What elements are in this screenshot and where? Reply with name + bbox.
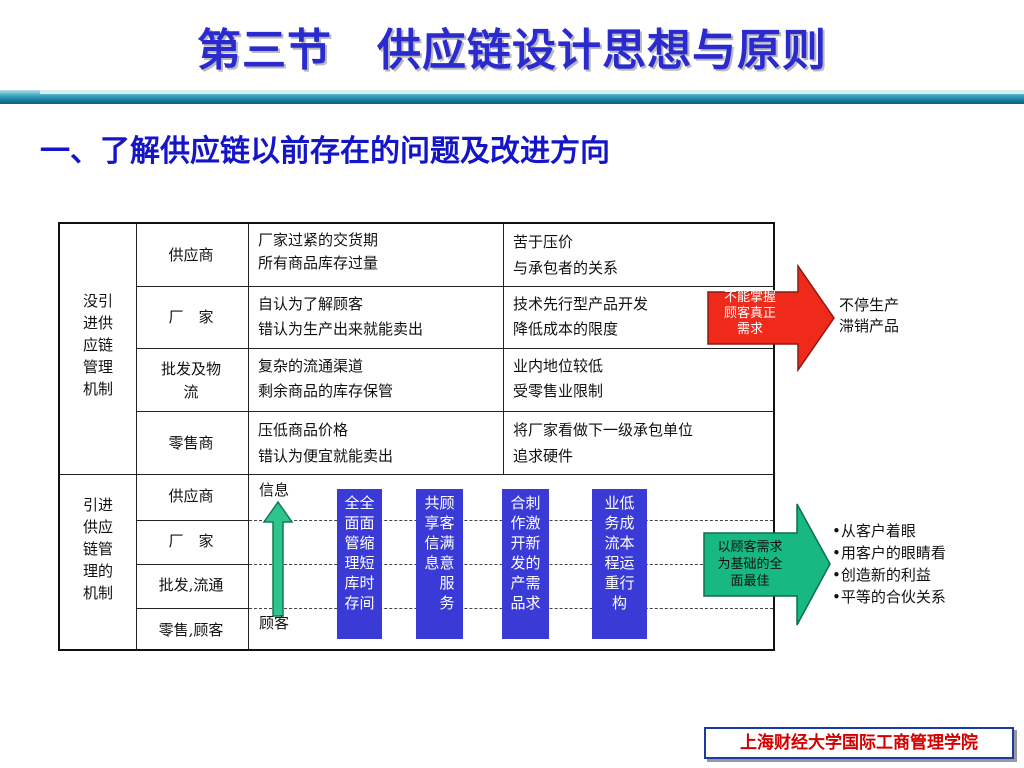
table-row-divider xyxy=(136,348,773,349)
row-role: 零售,顾客 xyxy=(158,621,224,639)
slide-title: 第三节 供应链设计思想与原则 xyxy=(197,25,827,76)
section-heading: 一、了解供应链以前存在的问题及改进方向 xyxy=(40,134,610,169)
row-problem-2: 技术先行型产品开发 降低成本的限度 xyxy=(513,295,649,338)
group-label-without-scm: 没引 进供 应链 管理 机制 xyxy=(82,292,113,398)
improvement-box: 业低 务成 流本 程运 重行 构 xyxy=(592,489,647,639)
row-role: 厂 家 xyxy=(168,308,214,326)
row-role: 零售商 xyxy=(168,434,214,452)
table-row-divider xyxy=(136,520,249,521)
row-role: 厂 家 xyxy=(168,532,214,550)
green-arrow-icon xyxy=(703,503,831,626)
improvement-box: 合刺 作激 开新 发的 产需 品求 xyxy=(502,489,549,639)
row-problem-2: 将厂家看做下一级承包单位 追求硬件 xyxy=(513,421,694,465)
row-role: 批发,流通 xyxy=(158,576,224,594)
row-problem-1: 复杂的流通渠道 剩余商品的库存保管 xyxy=(258,357,394,400)
red-arrow-text: 不能掌握 顾客真正 需求 xyxy=(723,290,776,337)
row-problem-2: 苦于压价 与承包者的关系 xyxy=(513,233,619,277)
table-row-divider xyxy=(136,608,249,609)
green-arrow-text: 以顾客需求 为基础的全 面最佳 xyxy=(717,540,783,589)
result-without-scm: 不停生产 滞销产品 xyxy=(839,296,900,335)
row-problem-2: 业内地位较低 受零售业限制 xyxy=(513,357,604,400)
row-problem-1: 压低商品价格 错认为便宜就能卖出 xyxy=(258,421,394,465)
table-col-divider xyxy=(503,224,504,474)
row-problem-1: 厂家过紧的交货期 所有商品库存过量 xyxy=(258,231,379,272)
info-label: 信息 xyxy=(259,481,290,499)
table-row-divider xyxy=(136,564,249,565)
improvement-box: 全全 面面 管缩 理短 库时 存间 xyxy=(337,489,382,639)
improvement-box: 共顾 享客 信满 息意 服 务 xyxy=(416,489,463,639)
customer-label: 顾客 xyxy=(259,614,290,632)
row-role: 供应商 xyxy=(168,246,214,264)
row-role: 供应商 xyxy=(168,487,214,505)
table-row-divider xyxy=(136,286,773,287)
result-with-scm: •从客户着眼 •用客户的眼睛看 •创造新的利益 •平等的合伙关系 xyxy=(832,522,946,606)
table-col-divider xyxy=(248,224,249,649)
upward-arrow-icon xyxy=(262,500,294,617)
table-section-divider xyxy=(60,474,773,475)
red-arrow-icon xyxy=(707,264,835,372)
title-divider-highlight xyxy=(40,90,1024,94)
row-role: 批发及物 流 xyxy=(160,360,221,401)
institution-footer: 上海财经大学国际工商管理学院 xyxy=(704,727,1014,759)
table-col-divider xyxy=(136,224,137,649)
row-problem-1: 自认为了解顾客 错认为生产出来就能卖出 xyxy=(258,295,424,338)
group-label-with-scm: 引进 供应 链管 理的 机制 xyxy=(82,496,113,602)
table-row-divider xyxy=(136,411,773,412)
